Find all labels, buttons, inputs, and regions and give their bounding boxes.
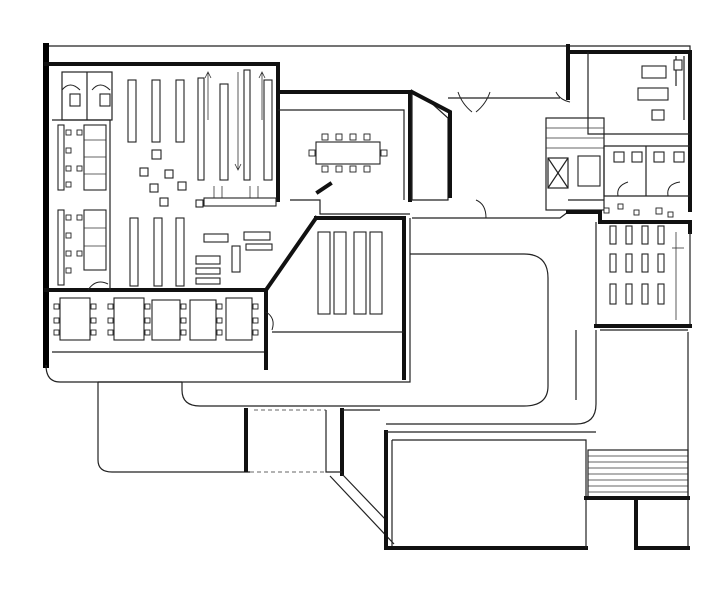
lift-shaft (547, 157, 569, 189)
conference-chairs (308, 133, 388, 173)
reading-tables (53, 297, 259, 341)
study-carrels-left (57, 124, 107, 286)
right-wing (545, 44, 692, 234)
lounge-seats (139, 149, 204, 208)
circulation-desk (203, 197, 277, 207)
courtyard-paths (97, 253, 597, 545)
table-chairs (53, 303, 259, 336)
conference-room (276, 90, 412, 215)
building-outline (43, 43, 691, 383)
classroom (264, 215, 406, 380)
desk-rows (609, 225, 665, 305)
lower-block (384, 329, 690, 550)
sofa (637, 87, 669, 101)
conference-table (315, 141, 381, 165)
staircase (545, 117, 605, 211)
desk (641, 65, 667, 79)
lecture-room (594, 203, 692, 328)
toilet-icon (69, 93, 81, 107)
bookshelves (127, 69, 273, 287)
library-area (52, 69, 277, 291)
toilet-icon (99, 93, 111, 107)
chairs-left (65, 129, 83, 274)
scattered-chairs (603, 203, 674, 218)
exterior-steps (587, 449, 689, 499)
corridor (409, 89, 571, 219)
